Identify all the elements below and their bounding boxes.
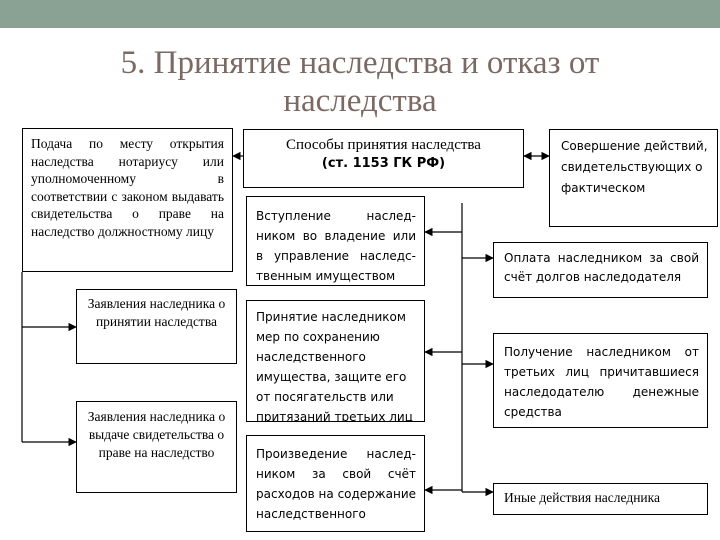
box-debts-payment: Оплата наследником за свой счёт долгов н… [493,242,708,298]
central-box-methods: Способы принятия наследства (ст. 1153 ГК… [243,129,524,188]
central-box-title: Способы принятия наследства [286,137,481,153]
box-acceptance-application: Заявления наследника о принятии наследст… [76,289,237,364]
box-protection-measures: Принятие наследником мер по сохранению н… [246,300,425,422]
box-certificate-application: Заявления наследника о выдаче свидетельс… [76,401,237,493]
box-factual-actions: Совершение действий, свидетельствующих о… [549,129,718,227]
box-notary-submission: Подача по месту открытия наследства нота… [22,128,233,272]
central-box-subtitle: (ст. 1153 ГК РФ) [321,156,446,171]
slide-top-bar [0,0,720,28]
box-other-actions: Иные действия наследника [493,483,708,515]
box-expenses: Произведение наслед-ником за свой счёт р… [246,435,425,532]
box-funds-receipt: Получение наследником от третьих лиц при… [493,333,708,428]
slide-title: 5. Принятие наследства и отказ от наслед… [120,45,600,119]
box-possession: Вступление наслед-ником во владение или … [246,196,425,286]
